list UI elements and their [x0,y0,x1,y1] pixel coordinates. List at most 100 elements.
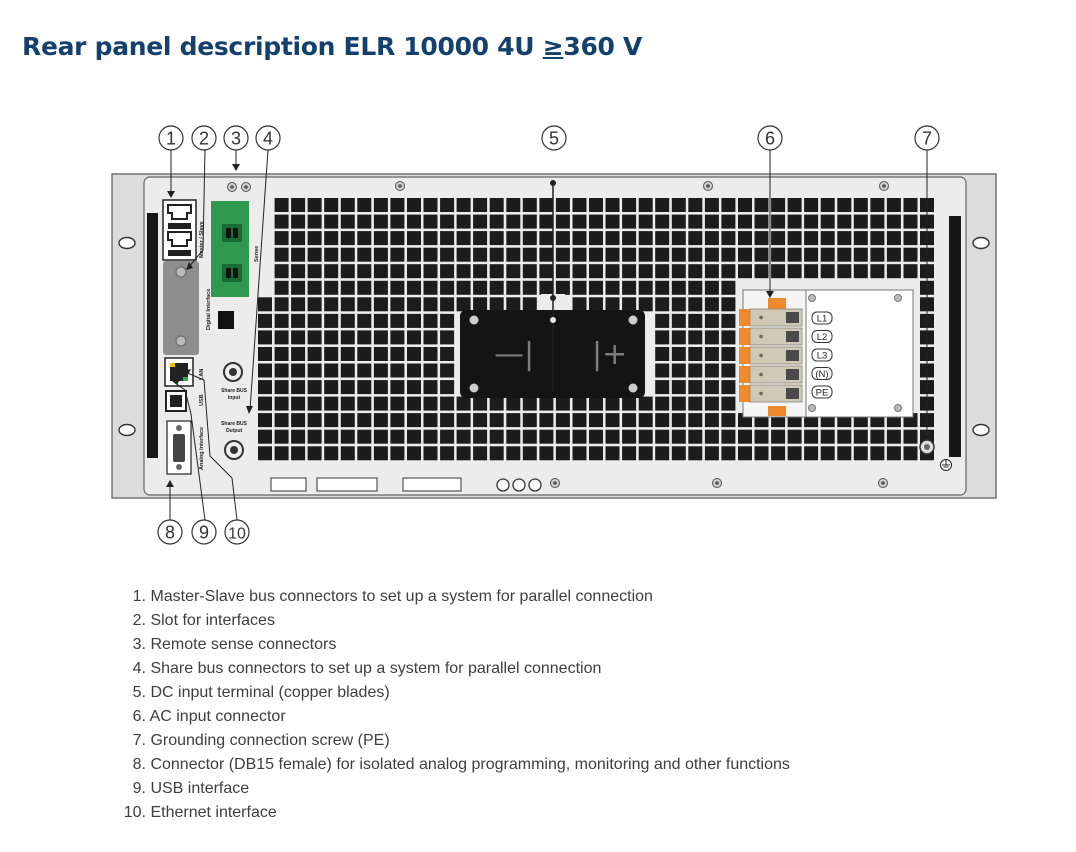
vent-slot [506,264,521,279]
vent-slot [837,231,852,246]
vent-slot [754,231,769,246]
vent-slot [688,313,703,328]
vent-slot [638,247,653,262]
legend-item: 2. Slot for interfaces [118,611,790,635]
vent-slot [390,231,405,246]
vent-slot [373,280,388,295]
vent-slot [456,214,471,229]
vent-slot [340,198,355,212]
legend-item: 3. Remote sense connectors [118,635,790,659]
vent-slot [373,396,388,411]
vent-slot [704,214,719,229]
callout-4: 4 [255,125,281,151]
vent-slot [506,396,521,411]
vent-slot [473,198,488,212]
legend-text: Ethernet interface [150,804,277,821]
vent-slot [274,297,289,312]
vent-slot [738,446,752,461]
panel-screws [227,181,889,488]
vent-slot [489,446,504,461]
rack-hole [118,423,136,437]
vent-slot [390,396,405,411]
callout-2: 2 [191,125,217,151]
ac-terminal-block [739,365,803,384]
vent-slot [704,313,719,328]
vent-slot [903,214,918,229]
vent-slot [771,429,786,444]
vent-slot [423,429,438,444]
vent-slot [589,446,603,461]
vent-slot [340,214,355,229]
vent-slot [572,247,587,262]
vent-slot [903,247,918,262]
usb-label: USB [199,394,205,406]
vent-slot [407,280,421,295]
vent-slot [407,347,421,361]
vent-slot [704,429,719,444]
vent-slot [704,396,719,411]
vent-slot [870,429,885,444]
vent-slot [886,247,901,262]
vent-slot [440,446,455,461]
vent-slot [274,396,289,411]
vent-slot [407,363,421,378]
vent-slot [837,247,852,262]
vent-slot [539,429,554,444]
vent-slot [572,297,587,312]
vent-slot [688,446,703,461]
vent-slot [688,280,703,295]
vent-slot [853,231,868,246]
svg-text:4: 4 [263,129,273,149]
left-handle [147,213,158,458]
vent-slot [506,198,521,212]
vent-slot [688,330,703,345]
legend-item: 9. USB interface [118,779,790,803]
vent-slot [407,214,421,229]
vent-slot [903,446,918,461]
svg-text:2: 2 [199,129,209,149]
vent-slot [423,347,438,361]
vent-slot [721,214,736,229]
svg-text:L2: L2 [817,332,828,343]
rack-hole [118,236,136,250]
vent-slot [473,280,488,295]
title-ge-symbol: ≥ [542,32,564,61]
vent-slot [903,231,918,246]
vent-slot [407,247,421,262]
ac-terminal-label: PE [811,385,833,399]
svg-text:5: 5 [549,129,559,149]
vent-slot [340,330,355,345]
vent-slot [274,280,289,295]
vent-slot [853,264,868,279]
vent-slot [572,413,587,428]
vent-slot [853,429,868,444]
vent-slot [605,297,620,312]
vent-slot [473,231,488,246]
vent-slot [291,347,306,361]
vent-slot [886,429,901,444]
vent-slot [638,214,653,229]
vent-slot [638,297,653,312]
vent-slot [754,214,769,229]
vent-slot [853,247,868,262]
vent-slot [473,429,488,444]
vent-slot [291,446,306,461]
vent-slot [820,198,835,212]
vent-slot [357,347,372,361]
vent-slot [274,231,289,246]
vent-slot [787,231,802,246]
vent-slot [638,429,653,444]
svg-text:6: 6 [765,129,775,149]
vent-slot [307,214,322,229]
vent-slot [555,446,570,461]
vent-slot [539,198,554,212]
vent-slot [704,330,719,345]
vent-slot [738,264,752,279]
vent-slot [340,446,355,461]
vent-slot [622,280,637,295]
vent-slot [870,264,885,279]
vent-slot [307,347,322,361]
vent-slot [291,413,306,428]
vent-slot [539,280,554,295]
screw [712,478,722,488]
